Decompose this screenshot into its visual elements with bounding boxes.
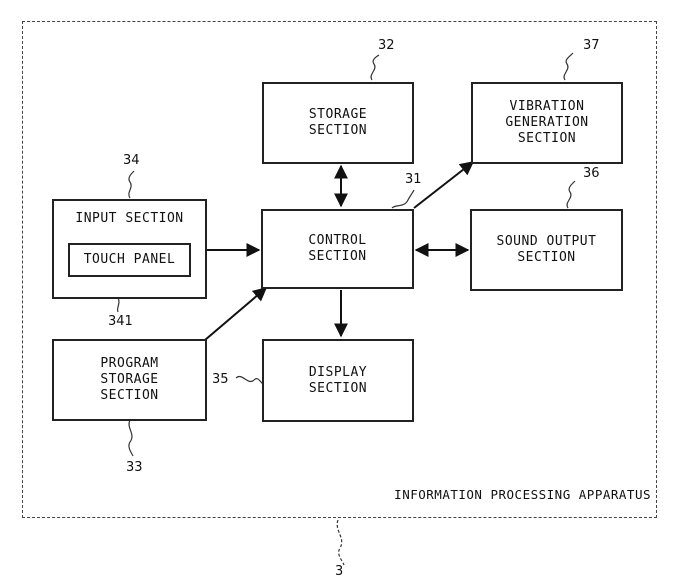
storage-section-block: STORAGE SECTION — [262, 82, 414, 164]
sound-output-section-block: SOUND OUTPUT SECTION — [470, 209, 623, 291]
apparatus-label: INFORMATION PROCESSING APPARATUS — [394, 487, 651, 502]
ref-36: 36 — [583, 166, 600, 181]
ref-37: 37 — [583, 38, 600, 53]
ref-33: 33 — [126, 460, 143, 475]
ref-31: 31 — [405, 172, 422, 187]
leader-3 — [336, 519, 345, 566]
leader-37 — [563, 52, 574, 81]
ref-32: 32 — [378, 38, 395, 53]
touch-panel-block: TOUCH PANEL — [68, 243, 191, 277]
ref-34: 34 — [123, 153, 140, 168]
program-storage-section-block: PROGRAM STORAGE SECTION — [52, 339, 207, 421]
arrow-control-vibration — [413, 161, 475, 209]
ref-3: 3 — [335, 564, 344, 579]
control-section-block: CONTROL SECTION — [261, 209, 414, 289]
input-section-label: INPUT SECTION — [75, 211, 184, 226]
apparatus-boundary — [22, 21, 657, 518]
leader-34 — [128, 170, 135, 199]
display-section-block: DISPLAY SECTION — [262, 339, 414, 422]
input-section-block: INPUT SECTION TOUCH PANEL — [52, 199, 207, 299]
leader-33 — [128, 419, 134, 457]
vibration-generation-section-block: VIBRATION GENERATION SECTION — [471, 82, 623, 164]
leader-31 — [391, 189, 415, 209]
arrow-program-control — [204, 287, 268, 341]
ref-35: 35 — [212, 372, 229, 387]
ref-341: 341 — [108, 314, 133, 329]
leader-36 — [566, 180, 576, 209]
leader-35 — [235, 376, 264, 385]
leader-32 — [370, 54, 380, 81]
